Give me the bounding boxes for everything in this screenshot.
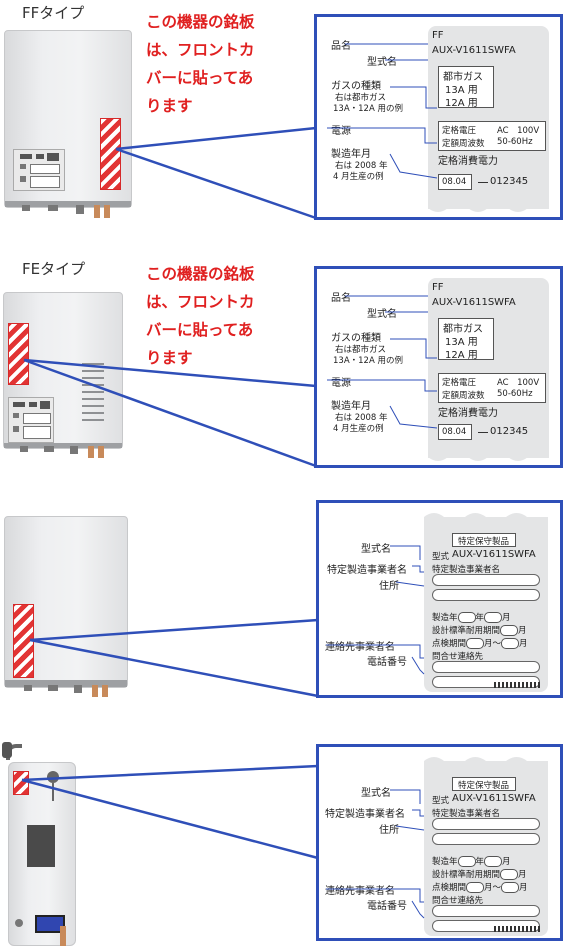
plate-torn-edge-1 [428,202,549,212]
wall-pointer-line-2 [29,638,319,698]
ff-water-heater [4,30,132,208]
ff-type-label: FFタイプ [22,4,85,22]
fe-water-heater [3,292,123,449]
fe-nameplate-note: この機器の銘板 は、フロントカ バーに貼ってあ ります [146,265,255,367]
shower-head [2,742,12,758]
bath-pointer-line-2 [21,764,319,782]
fe-nameplate-location [8,323,29,385]
plate-power-box: 定格電圧 AC 100V 定額周波数 50-60Hz [438,121,546,151]
safety-plate-1: 特定保守製品 型式 AUX-V1611SWFA 特定製造事業者名 製造年年月 設… [424,517,548,692]
bath-water-heater [8,762,76,946]
wall-pointer-line [29,618,319,642]
safety-plate-frame-1: 特定保守製品 型式 AUX-V1611SWFA 特定製造事業者名 製造年年月 設… [316,500,563,698]
ff-control-panel [13,149,65,191]
safety-plate-2: 特定保守製品 型式 AUX-V1611SWFA 特定製造事業者名 製造年年月 設… [424,761,548,936]
ff-nameplate-note: この機器の銘板 は、フロントカ バーに貼ってあ ります [146,13,255,115]
rating-plate-frame-2: FF AUX-V1611SWFA 都市ガス 13A 用 12A 用 定格電圧 A… [314,266,563,468]
plate-top-code: FF [432,30,444,41]
safety-torn-edge-1 [424,513,548,523]
ff-nameplate-location [100,118,121,190]
ff-pointer-line [115,126,317,151]
plate-torn-edge-2 [428,451,549,461]
ff-pointer-line-2 [115,147,317,220]
fe-pointer-line [23,358,317,388]
fe-pointer-line-2 [23,358,317,468]
rating-plate-2: FF AUX-V1611SWFA 都市ガス 13A 用 12A 用 定格電圧 A… [428,278,549,458]
plate-model: AUX-V1611SWFA [432,45,516,56]
fe-vent-grille [82,363,104,423]
bath-inlet [35,915,65,933]
bath-pointer-line [21,778,319,860]
safety-torn-edge-2 [424,757,548,767]
fe-control-panel [8,397,54,443]
bath-window [27,825,55,867]
plate-date-box: 08.04 [438,174,472,190]
fe-type-label: FEタイプ [22,260,86,278]
plate-gas-box: 都市ガス 13A 用 12A 用 [438,66,494,109]
rating-plate-1: FF AUX-V1611SWFA 都市ガス 13A 用 12A 用 定格電圧 A… [428,26,549,209]
safety-plate-frame-2: 特定保守製品 型式 AUX-V1611SWFA 特定製造事業者名 製造年年月 設… [316,744,563,941]
wall-water-heater [4,516,128,688]
bath-knob [47,771,59,783]
rating-plate-frame-1: FF AUX-V1611SWFA 都市ガス 13A 用 12A 用 定格電圧 A… [314,14,563,220]
